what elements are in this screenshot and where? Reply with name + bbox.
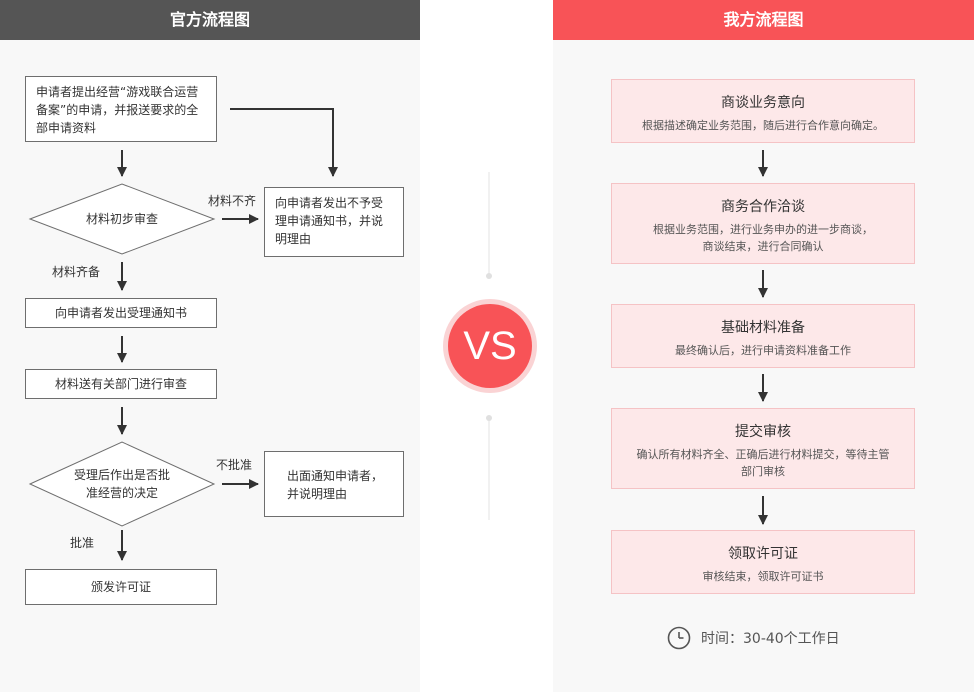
our-flow-header: 我方流程图 (553, 0, 974, 40)
official-flow-header: 官方流程图 (0, 0, 420, 40)
accept-notice-box: 向申请者发出受理通知书 (25, 298, 217, 328)
step-4-title: 提交审核 (735, 424, 791, 440)
vs-badge: VS (448, 304, 532, 388)
issue-license-text: 颁发许可证 (90, 580, 151, 594)
step-1-box: 商谈业务意向 根据描述确定业务范围，随后进行合作意向确定。 (611, 79, 915, 143)
step-2-desc: 根据业务范围，进行业务申办的进一步商谈，商谈结束，进行合同确认 (653, 223, 873, 253)
step-3-desc: 最终确认后，进行申请资料准备工作 (675, 344, 851, 357)
step-5-title: 领取许可证 (728, 546, 798, 562)
dept-review-box: 材料送有关部门进行审查 (25, 369, 217, 399)
dept-review-text: 材料送有关部门进行审查 (54, 377, 187, 391)
decision-label: 受理后作出是否批准经营的决定 (73, 468, 170, 500)
incomplete-label: 材料不齐 (208, 194, 257, 208)
complete-label: 材料齐备 (52, 265, 101, 279)
time-estimate: 时间：30-40个工作日 (667, 626, 840, 650)
step-4-desc: 确认所有材料齐全、正确后进行材料提交，等待主管部门审核 (636, 448, 890, 478)
initial-review-label: 材料初步审查 (85, 212, 158, 226)
step-1-title: 商谈业务意向 (721, 95, 805, 111)
step-1-desc: 根据描述确定业务范围，随后进行合作意向确定。 (642, 119, 884, 132)
clock-icon (667, 626, 691, 650)
divider-dot-bottom (486, 415, 492, 421)
step-2-box: 商务合作洽谈 根据业务范围，进行业务申办的进一步商谈，商谈结束，进行合同确认 (611, 183, 915, 264)
approved-label: 批准 (70, 536, 95, 550)
step-3-box: 基础材料准备 最终确认后，进行申请资料准备工作 (611, 304, 915, 368)
divider-dot-top (486, 273, 492, 279)
apply-box-text: 申请者提出经营“游戏联合运营备案”的申请，并报送要求的全部申请资料 (36, 85, 199, 135)
time-text: 时间：30-40个工作日 (701, 631, 840, 647)
issue-license-box: 颁发许可证 (25, 569, 217, 605)
accept-notice-text: 向申请者发出受理通知书 (54, 306, 187, 320)
step-2-title: 商务合作洽谈 (721, 199, 805, 215)
reject-notice-box: 向申请者发出不予受理申请通知书，并说明理由 (264, 187, 404, 257)
apply-box: 申请者提出经营“游戏联合运营备案”的申请，并报送要求的全部申请资料 (25, 76, 217, 142)
step-5-desc: 审核结束，领取许可证书 (702, 570, 824, 583)
reject-notice-text: 向申请者发出不予受理申请通知书，并说明理由 (275, 196, 384, 246)
step-3-title: 基础材料准备 (721, 320, 805, 336)
not-approved-label: 不批准 (216, 458, 253, 472)
notify-applicant-text: 出面通知申请者，并说明理由 (287, 469, 384, 501)
step-5-box: 领取许可证 审核结束，领取许可证书 (611, 530, 915, 594)
notify-applicant-box: 出面通知申请者，并说明理由 (264, 451, 404, 517)
step-4-box: 提交审核 确认所有材料齐全、正确后进行材料提交，等待主管部门审核 (611, 408, 915, 489)
